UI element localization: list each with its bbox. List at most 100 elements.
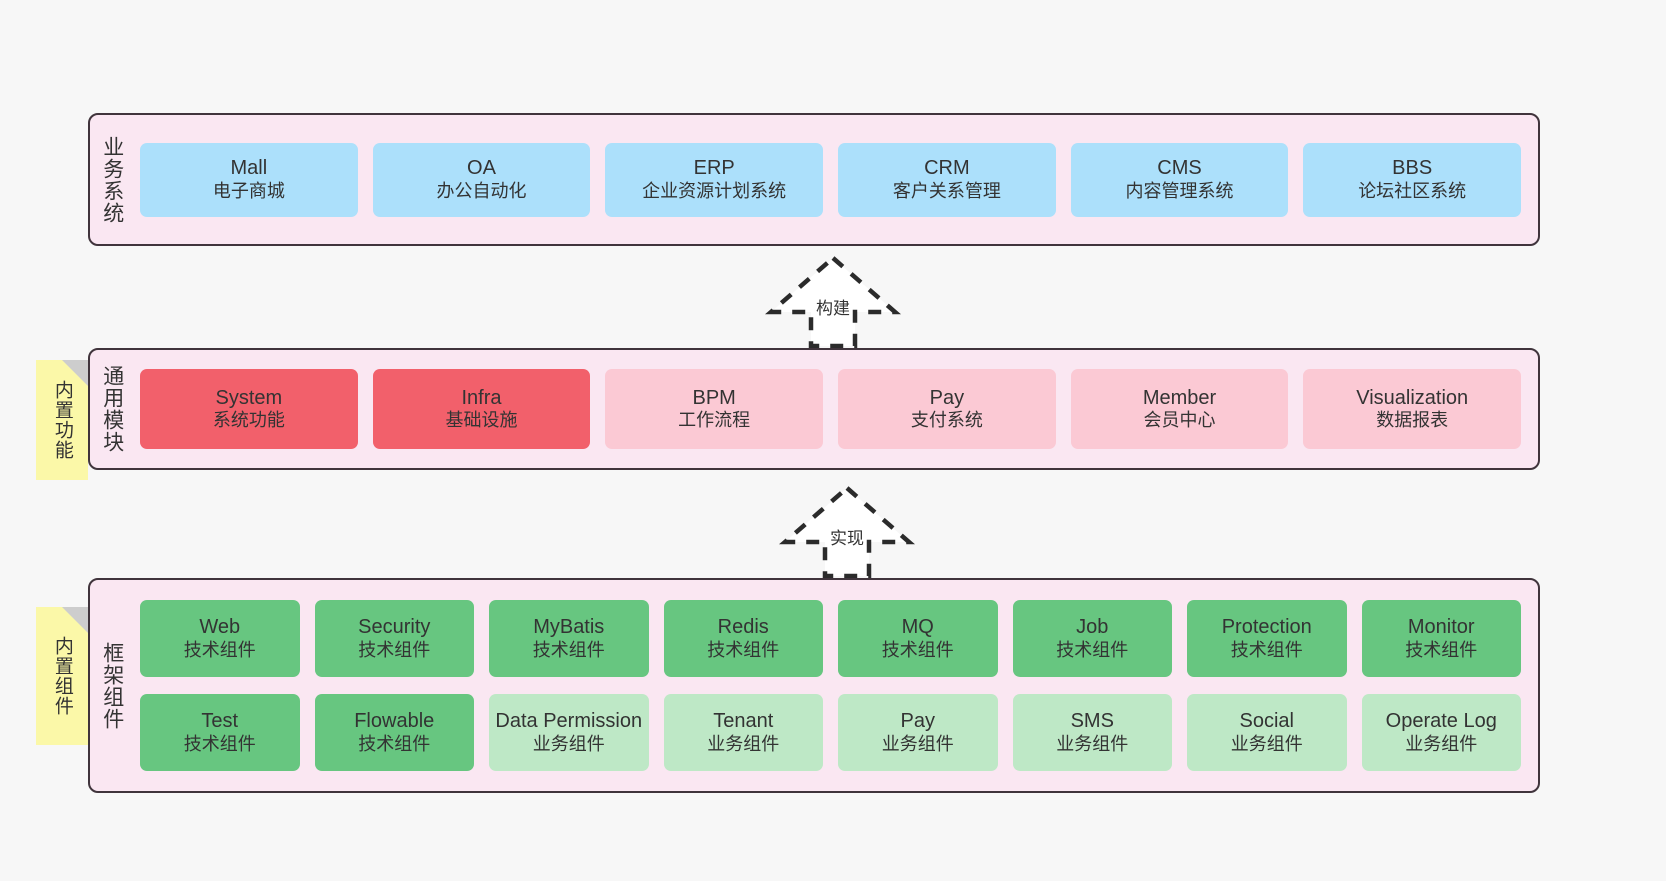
- module-card-erp[interactable]: ERP 企业资源计划系统: [605, 142, 824, 217]
- module-card-cms[interactable]: CMS 内容管理系统: [1070, 142, 1289, 217]
- module-card-subtitle: 数据报表: [1376, 410, 1449, 431]
- module-card-oa[interactable]: OA 办公自动化: [372, 142, 591, 217]
- module-card-tenant[interactable]: Tenant 业务组件: [663, 694, 823, 771]
- module-card-web[interactable]: Web 技术组件: [140, 600, 300, 677]
- module-card-bbs[interactable]: BBS 论坛社区系统: [1303, 142, 1522, 217]
- module-card-title: Job: [1076, 616, 1109, 639]
- module-card-subtitle: 会员中心: [1143, 410, 1216, 431]
- module-card-redis[interactable]: Redis 技术组件: [663, 600, 823, 677]
- layer-common-module: 通用模块 System 系统功能 Infra 基础设施 BPM 工作流程 Pay…: [88, 348, 1540, 470]
- module-card-title: Operate Log: [1385, 710, 1497, 733]
- module-card-subtitle: 业务组件: [881, 733, 954, 754]
- layer-title-common: 通用模块: [100, 365, 124, 453]
- connector-label: 实现: [830, 529, 864, 548]
- module-card-title: System: [215, 386, 283, 409]
- connector-implement: 实现: [762, 482, 932, 582]
- module-card-title: Test: [201, 710, 239, 733]
- module-card-subtitle: 内容管理系统: [1125, 180, 1234, 201]
- module-card-title: MyBatis: [533, 616, 605, 639]
- sticky-fold-corner-icon: [62, 360, 88, 386]
- module-card-subtitle: 业务组件: [532, 733, 605, 754]
- sticky-fold-corner-icon: [62, 607, 88, 633]
- layer-row: System 系统功能 Infra 基础设施 BPM 工作流程 Pay 支付系统…: [140, 369, 1522, 449]
- module-card-title: Visualization: [1356, 386, 1469, 409]
- module-card-crm[interactable]: CRM 客户关系管理: [838, 142, 1056, 217]
- module-card-subtitle: 技术组件: [1056, 639, 1129, 660]
- module-card-subtitle: 技术组件: [881, 639, 954, 660]
- module-card-subtitle: 业务组件: [707, 733, 780, 754]
- layer-row: Web 技术组件 Security 技术组件 MyBatis 技术组件 Redi…: [140, 600, 1521, 677]
- module-card-subtitle: 技术组件: [358, 733, 431, 754]
- module-card-data-permission[interactable]: Data Permission 业务组件: [489, 694, 649, 771]
- module-card-visualization[interactable]: Visualization 数据报表: [1303, 369, 1522, 449]
- module-card-subtitle: 技术组件: [707, 639, 780, 660]
- module-card-subtitle: 技术组件: [532, 639, 605, 660]
- sticky-note-builtin-components: 内置组件: [36, 607, 88, 745]
- module-card-mq[interactable]: MQ 技术组件: [838, 600, 998, 677]
- module-card-subtitle: 工作流程: [678, 410, 751, 431]
- module-card-title: Redis: [717, 616, 769, 639]
- module-card-title: ERP: [693, 157, 735, 180]
- dashed-generalization-arrow-icon: [764, 255, 902, 349]
- layer-row: Mall 电子商城 OA 办公自动化 ERP 企业资源计划系统 CRM 客户关系…: [140, 142, 1522, 217]
- module-card-title: Member: [1142, 386, 1217, 409]
- module-card-title: Infra: [461, 386, 502, 409]
- layer-business-system: 业务系统 Mall 电子商城 OA 办公自动化 ERP 企业资源计划系统 CRM…: [88, 113, 1540, 246]
- sticky-note-label: 内置功能: [51, 380, 73, 460]
- module-card-infra[interactable]: Infra 基础设施: [372, 369, 591, 449]
- module-card-pay[interactable]: Pay 支付系统: [838, 369, 1056, 449]
- module-card-mybatis[interactable]: MyBatis 技术组件: [489, 600, 649, 677]
- module-card-title: Monitor: [1407, 616, 1475, 639]
- module-card-subtitle: 系统功能: [212, 410, 285, 431]
- module-card-subtitle: 业务组件: [1230, 733, 1303, 754]
- module-card-operate-log[interactable]: Operate Log 业务组件: [1361, 694, 1521, 771]
- layer-body-common: System 系统功能 Infra 基础设施 BPM 工作流程 Pay 支付系统…: [134, 350, 1538, 468]
- layer-body-business: Mall 电子商城 OA 办公自动化 ERP 企业资源计划系统 CRM 客户关系…: [134, 115, 1538, 244]
- module-card-subtitle: 业务组件: [1405, 733, 1478, 754]
- layer-title-frame: 框架组件: [100, 641, 124, 730]
- module-card-subtitle: 企业资源计划系统: [642, 180, 787, 201]
- module-card-security[interactable]: Security 技术组件: [314, 600, 474, 677]
- module-card-subtitle: 技术组件: [1230, 639, 1303, 660]
- sticky-note-label: 内置组件: [51, 636, 73, 716]
- module-card-subtitle: 支付系统: [910, 410, 983, 431]
- module-card-title: CRM: [924, 157, 970, 180]
- connector-build: 构建: [748, 252, 918, 352]
- connector-label: 构建: [816, 299, 850, 318]
- module-card-social[interactable]: Social 业务组件: [1187, 694, 1347, 771]
- module-card-title: CMS: [1157, 157, 1202, 180]
- module-card-monitor[interactable]: Monitor 技术组件: [1361, 600, 1521, 677]
- module-card-system[interactable]: System 系统功能: [140, 369, 358, 449]
- module-card-title: Security: [358, 616, 431, 639]
- module-card-subtitle: 办公自动化: [436, 180, 527, 201]
- module-card-title: MQ: [901, 616, 934, 639]
- module-card-title: Protection: [1221, 616, 1312, 639]
- module-card-mall[interactable]: Mall 电子商城: [140, 142, 358, 217]
- module-card-title: Mall: [230, 157, 268, 180]
- module-card-title: BPM: [692, 386, 736, 409]
- dashed-generalization-arrow-icon: [778, 485, 916, 579]
- module-card-test[interactable]: Test 技术组件: [140, 694, 300, 771]
- module-card-job[interactable]: Job 技术组件: [1012, 600, 1172, 677]
- layer-body-frame: Web 技术组件 Security 技术组件 MyBatis 技术组件 Redi…: [134, 580, 1538, 791]
- module-card-title: OA: [467, 157, 496, 180]
- module-card-protection[interactable]: Protection 技术组件: [1187, 600, 1347, 677]
- module-card-subtitle: 技术组件: [1405, 639, 1478, 660]
- module-card-title: Pay: [929, 386, 965, 409]
- layer-title-business: 业务系统: [100, 135, 124, 224]
- module-card-title: Flowable: [354, 710, 435, 733]
- module-card-sms[interactable]: SMS 业务组件: [1012, 694, 1172, 771]
- layer-row: Test 技术组件 Flowable 技术组件 Data Permission …: [140, 694, 1521, 771]
- module-card-pay-biz[interactable]: Pay 业务组件: [838, 694, 998, 771]
- module-card-member[interactable]: Member 会员中心: [1070, 369, 1289, 449]
- sticky-note-builtin-features: 内置功能: [36, 360, 88, 480]
- module-card-bpm[interactable]: BPM 工作流程: [605, 369, 824, 449]
- module-card-flowable[interactable]: Flowable 技术组件: [314, 694, 474, 771]
- module-card-subtitle: 电子商城: [212, 180, 285, 201]
- module-card-subtitle: 业务组件: [1056, 733, 1129, 754]
- module-card-subtitle: 客户关系管理: [892, 180, 1001, 201]
- module-card-subtitle: 技术组件: [358, 639, 431, 660]
- module-card-title: Tenant: [713, 710, 774, 733]
- module-card-title: Web: [199, 616, 241, 639]
